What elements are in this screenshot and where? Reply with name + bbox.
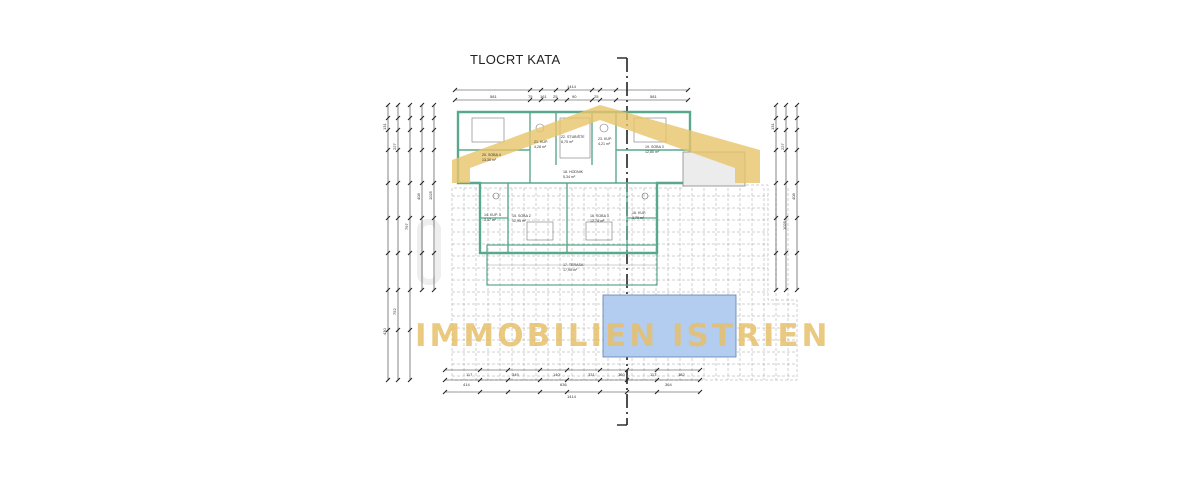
dim-bottom-2: 636 — [560, 382, 567, 387]
dim-top-1: 581 — [490, 94, 497, 99]
dim-left-6: 752 — [392, 308, 397, 315]
dim-bottom-9: 117 — [650, 372, 657, 377]
room-area-16b: 3,70 m² — [632, 216, 645, 220]
room-name-18: 18. HODNIK — [563, 170, 584, 174]
watermark-text: IMMOBILIEN ISTRIEN — [415, 318, 831, 354]
dim-right-1: 131 — [770, 123, 775, 130]
dim-bottom-8: 160 — [618, 372, 625, 377]
dim-left-1: 131 — [382, 123, 387, 130]
room-area-15: 12,95 m² — [512, 219, 527, 223]
pool — [602, 294, 737, 358]
dim-bottom-7: 331 — [588, 372, 595, 377]
dim-top-7: 581 — [650, 94, 657, 99]
dim-right-4: 1025 — [782, 220, 787, 230]
dimension-ticks — [385, 87, 800, 395]
dim-top-2: 75 — [528, 94, 533, 99]
dimension-labels: 1414 581 75 161 25 90 25 581 1414 414 63… — [382, 84, 796, 399]
room-area-22: 8,75 m² — [561, 140, 574, 144]
room-area-18: 5,34 m² — [563, 175, 576, 179]
room-area-21: 4,28 m² — [534, 145, 547, 149]
dim-left-2: 227 — [392, 143, 397, 150]
dim-left-7: 430 — [382, 328, 387, 335]
room-area-14: 3,17 m² — [484, 218, 497, 222]
dim-left-5: 797 — [404, 223, 409, 230]
dim-top-5: 90 — [572, 94, 577, 99]
room-name-16b: 16. KUP. — [632, 211, 646, 215]
dim-bottom-4: 117 — [466, 372, 473, 377]
dim-right-3: 408 — [791, 193, 796, 200]
dim-left-3: 408 — [416, 193, 421, 200]
room-name-23: 23. KUP. — [598, 137, 612, 141]
room-name-20: 20. SOBA 4 — [482, 153, 501, 157]
plan-title: TLOCRT KATA — [470, 52, 561, 67]
dim-bottom-5: 349 — [512, 372, 519, 377]
furniture — [471, 117, 667, 241]
watermark-logo — [452, 105, 760, 183]
dim-top-3: 161 — [540, 94, 547, 99]
dim-top-total: 1414 — [567, 84, 577, 89]
room-name-16a: 16. SOBA 3 — [590, 214, 609, 218]
dim-left-4: 1025 — [428, 190, 433, 200]
room-labels: 20. SOBA 4 13,30 m² 21. KUP. 4,28 m² 22.… — [482, 134, 664, 272]
dim-right-2: 227 — [780, 143, 785, 150]
dim-bottom-3: 364 — [665, 382, 672, 387]
room-area-20: 13,30 m² — [482, 158, 497, 162]
dim-top-4: 25 — [553, 94, 558, 99]
room-name-17: 17. TERASA — [563, 263, 584, 267]
room-name-22: 22. STUBIŠTE — [561, 134, 585, 139]
room-area-17: 17,90 m² — [563, 268, 578, 272]
dim-bottom-10: 182 — [678, 372, 685, 377]
dim-bottom-6: 140 — [553, 372, 560, 377]
room-area-16a: 12,74 m² — [590, 219, 605, 223]
dim-top-6: 25 — [594, 94, 599, 99]
watermark-faint-text — [417, 219, 441, 285]
room-name-19: 19. SOBA 3 — [645, 145, 664, 149]
room-name-21: 21. KUP. — [534, 140, 548, 144]
room-area-23: 4,21 m² — [598, 142, 611, 146]
dim-bottom-total: 1414 — [567, 394, 577, 399]
dim-bottom-1: 414 — [463, 382, 470, 387]
room-name-15: 15. SOBA 2 — [512, 214, 531, 218]
room-name-14: 14. KUP. 3 — [484, 213, 501, 217]
room-area-19: 12,80 m² — [645, 150, 660, 154]
